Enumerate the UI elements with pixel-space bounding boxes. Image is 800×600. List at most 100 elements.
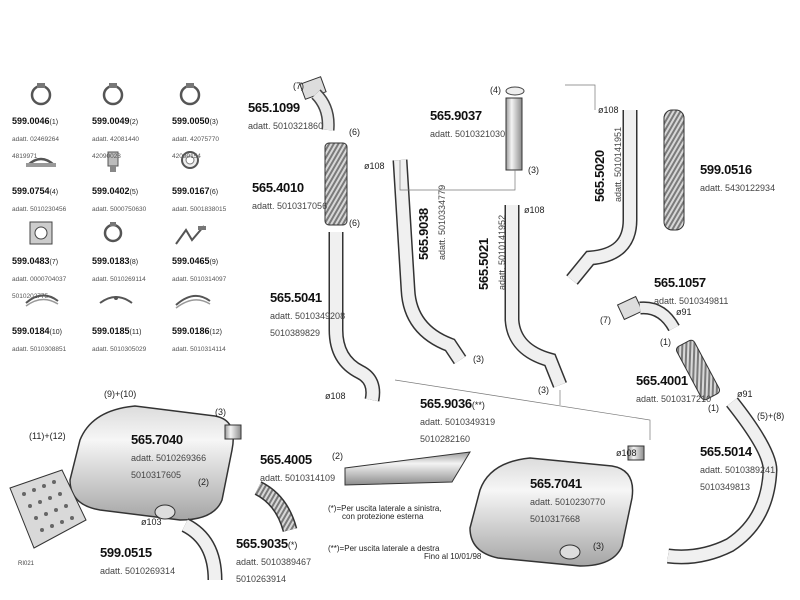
part-599-0183: 599.0183(8)adatt. 5010269114 [92, 252, 146, 286]
pipe-565-5041 [328, 232, 381, 402]
oem-ref-2: 4819971 [12, 152, 38, 160]
flex-pipe-565-4010 [324, 142, 348, 226]
callout: (3) [593, 541, 604, 551]
tail-pipe-565-9036 [344, 451, 471, 486]
part-number: 599.0754 [12, 186, 50, 196]
callout-number: (7) [49, 259, 59, 266]
callout: (11)+(12) [29, 431, 66, 441]
oem-ref-2: 42090023 [92, 152, 121, 160]
part-number: 565.7041 [530, 476, 582, 491]
callout: (6) [349, 218, 360, 228]
part-number: 565.9036 [420, 396, 472, 411]
part-number: 599.0515 [100, 545, 152, 560]
callout-number: (8) [129, 259, 139, 266]
callout: (7) [293, 81, 304, 91]
part-number: 565.4001 [636, 373, 688, 388]
callout: (6) [349, 127, 360, 137]
elbow-flange-565-1057 [616, 295, 680, 332]
callout: (7) [600, 315, 611, 325]
part-565-9036: 565.9036(**) adatt. 5010349319 5010282160 [420, 396, 495, 446]
strap-icon-12 [175, 294, 211, 309]
oem-ref: adatt. 5010349319 [420, 416, 496, 427]
part-number: 599.0049 [92, 116, 130, 126]
note-line-2: Fino al 10/01/98 [424, 552, 482, 562]
callout: (4) [490, 85, 501, 95]
part-565-7041: 565.7041 adatt. 5010230770 5010317668 [530, 476, 605, 526]
callout: (1) [708, 403, 719, 413]
callout: (2) [332, 451, 343, 461]
diameter-label: ø108 [524, 205, 545, 215]
note-line-1: (**)=Per uscita laterale a destra [328, 544, 440, 553]
part-number: 599.0402 [92, 186, 130, 196]
part-number: 599.0184 [12, 326, 50, 336]
part-number: 599.0516 [700, 162, 752, 177]
oem-ref: adatt. 5010317056 [252, 200, 328, 211]
oem-ref: adatt. 42081440 [92, 135, 139, 143]
callout: (3) [528, 165, 539, 175]
oem-ref: adatt. 02469264 [12, 135, 59, 143]
callout-number: (5) [129, 189, 139, 196]
pipe-565-9038 [392, 159, 467, 365]
ring-clamp-icon-6 [181, 151, 199, 169]
diameter-label: ø108 [598, 105, 619, 115]
oem-ref-2: 5010282160 [420, 433, 471, 444]
strap-icon-11 [99, 296, 133, 304]
oem-ref: adatt. 5010321860 [248, 120, 324, 131]
diameter-label: ø91 [737, 389, 753, 399]
tail-pipe-565-9037 [505, 86, 525, 171]
oem-ref: adatt. 5010269114 [92, 275, 146, 283]
oem-ref: adatt. 5010349208 [270, 310, 346, 321]
oem-ref: adatt. 5001838015 [172, 205, 227, 213]
callout: (9)+(10) [104, 389, 137, 399]
part-number: 565.5041 [270, 290, 322, 305]
part-number: 599.0465 [172, 256, 210, 266]
oem-ref: adatt. 5010230770 [530, 496, 606, 507]
callout-number: (6) [209, 189, 219, 196]
callout-number: (12) [209, 329, 222, 336]
heat-shield-599-0516 [663, 109, 685, 231]
part-number: 599.0483 [12, 256, 50, 266]
oem-ref-2: 5010317668 [530, 513, 581, 524]
superscript: (**) [471, 400, 485, 410]
callout-number: (2) [129, 119, 139, 126]
note-left-exit: (*)=Per uscita laterale a sinistra,con p… [328, 504, 442, 522]
pipe-565-5014 [667, 397, 778, 565]
part-number: 565.9035 [236, 536, 288, 551]
part-number: 565.5020 [592, 150, 607, 202]
diameter-label: ø91 [676, 307, 692, 317]
superscript: (*) [287, 540, 298, 550]
oem-ref: adatt. 5430122934 [700, 182, 776, 193]
diameter-label: ø103 [141, 517, 162, 527]
callout: (1) [660, 337, 671, 347]
oem-ref: adatt. 5010308851 [12, 345, 67, 353]
drawing-reference: RI021 [18, 561, 35, 567]
oem-ref: adatt. 5010230456 [12, 205, 67, 213]
oem-ref: adatt. 5010317210 [636, 393, 712, 404]
strap-icon-10 [25, 294, 59, 307]
oem-ref: adatt. 5010141951 [612, 126, 623, 202]
oem-ref: adatt. 5010314097 [172, 275, 227, 283]
callout: (2) [198, 477, 209, 487]
oem-ref: adatt. 5010269366 [131, 452, 207, 463]
part-565-5020: 565.5020 adatt. 5010141951 [592, 127, 626, 202]
note-line-1: (*)=Per uscita laterale a sinistra, [328, 504, 442, 513]
oem-ref: adatt. 5010349811 [654, 295, 729, 306]
sensor-icon-5 [107, 151, 119, 172]
oem-ref: adatt. 5010314114 [172, 345, 226, 353]
part-number: 565.1057 [654, 275, 706, 290]
pipe-565-9035 [181, 518, 223, 581]
part-number: 565.4005 [260, 452, 312, 467]
oem-ref: adatt. 42075770 [172, 135, 219, 143]
